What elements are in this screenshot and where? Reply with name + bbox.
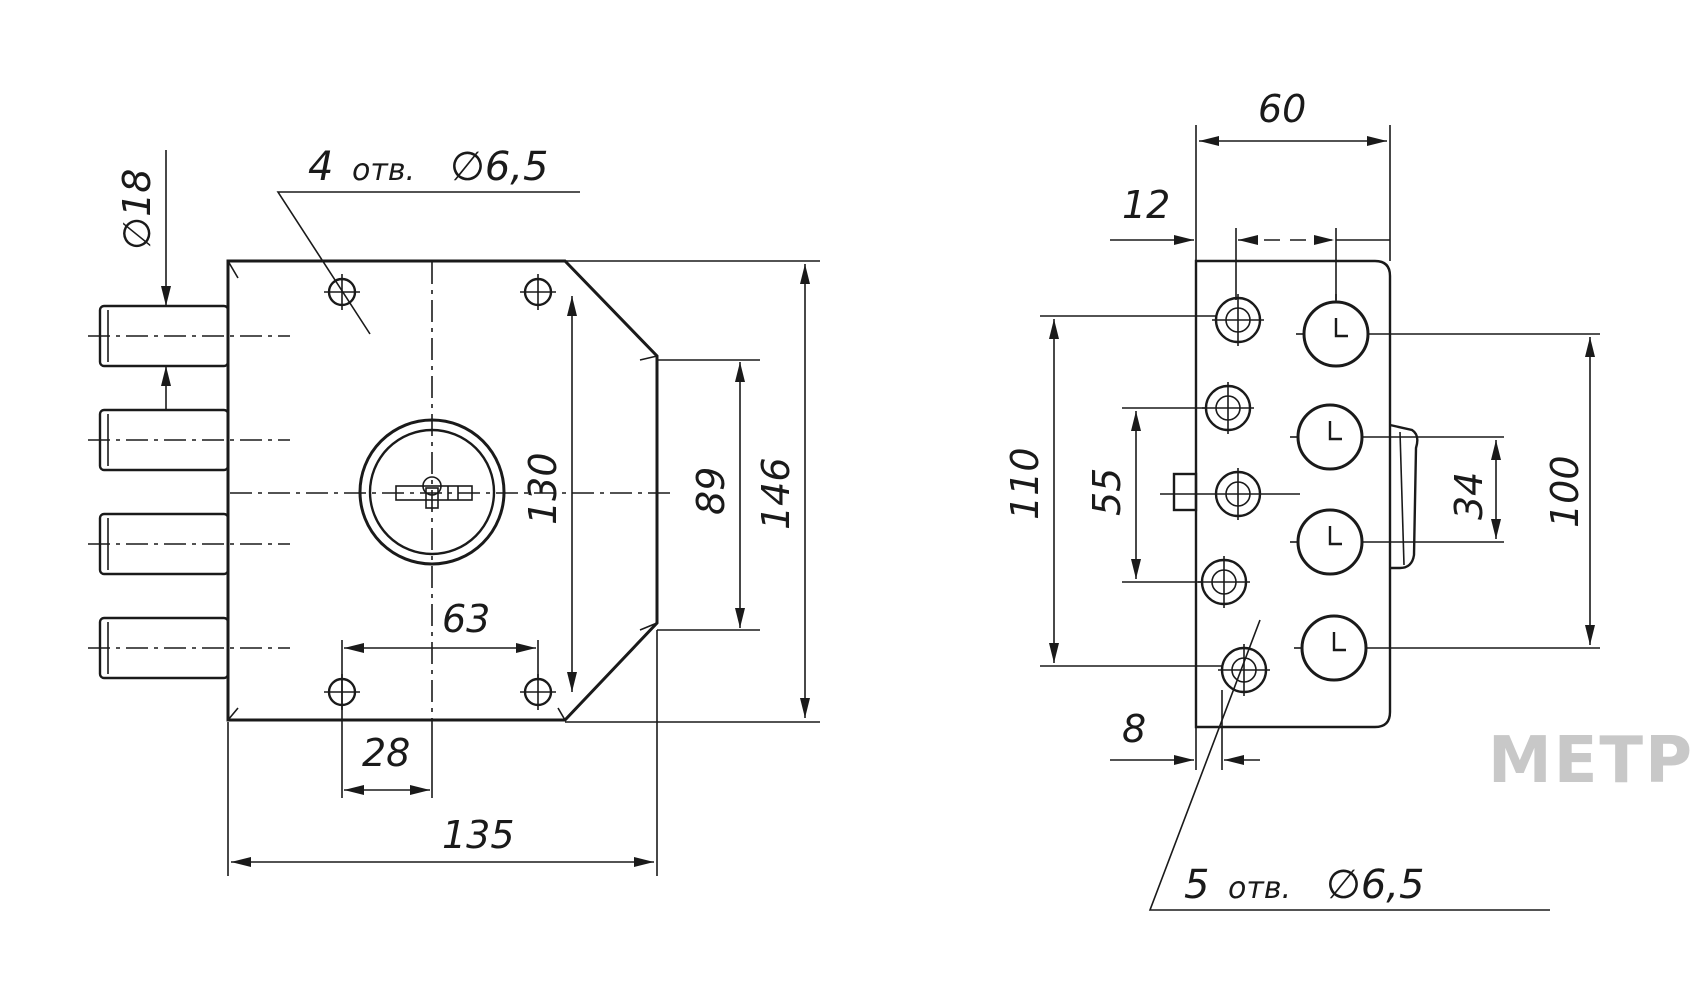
mounting-hole-icon: [520, 274, 556, 310]
holes-count: 4: [308, 144, 333, 190]
watermark-logo: МЕТР: [1488, 724, 1690, 798]
dim-bolt-span: 100: [1543, 455, 1587, 528]
holes-count: 5: [1184, 862, 1209, 908]
mounting-hole-icon: [1212, 294, 1264, 346]
dim-latch-span: 34: [1447, 472, 1491, 520]
key-cylinder-icon: [358, 418, 506, 566]
side-bolts: [1290, 294, 1600, 682]
side-view: 60 12 110 55 100 34 8 5 отв: [1003, 87, 1600, 911]
bolts: [88, 304, 290, 680]
holes-note-front: 4 отв. ∅6,5: [308, 144, 548, 190]
mounting-hole-icon: [1160, 468, 1300, 520]
holes-diameter: ∅6,5: [450, 144, 548, 190]
dim-bottom-offset: 8: [1122, 707, 1146, 751]
dim-width-total: 135: [442, 813, 515, 857]
dim-edge-offset: 12: [1122, 183, 1170, 227]
lock-body-outline: [226, 259, 659, 722]
bolt-end-icon: [1294, 614, 1600, 682]
dim-height-inner: 130: [521, 452, 565, 525]
mounting-hole-icon: [520, 674, 556, 710]
dim-side-width: 60: [1258, 87, 1306, 131]
dim-hole-offset: 28: [362, 731, 410, 775]
bolt-end-icon: [1290, 403, 1504, 471]
dim-hole-span-inner: 55: [1085, 468, 1129, 516]
front-view: 4 отв. ∅6,5 ∅18 130 89 146 63 28: [88, 144, 820, 876]
dim-hole-span: 110: [1003, 447, 1047, 520]
mounting-hole-icon: [1198, 556, 1250, 608]
dim-height-total: 146: [754, 457, 798, 530]
bolt-end-icon: [1296, 294, 1600, 368]
side-mounting-holes: [1160, 294, 1300, 696]
holes-note-side: 5 отв. ∅6,5: [1184, 862, 1424, 908]
holes-abbr: отв.: [1228, 871, 1291, 906]
mounting-hole-icon: [1218, 644, 1270, 696]
holes-diameter: ∅6,5: [1326, 862, 1424, 908]
bolt-end-icon: [1290, 508, 1504, 576]
mounting-hole-icon: [1202, 382, 1254, 434]
faceplate-outline: [1194, 259, 1392, 729]
dim-height-keep: 89: [689, 467, 733, 515]
dim-bolt-diameter: ∅18: [115, 169, 159, 250]
dim-hole-spacing: 63: [442, 597, 490, 641]
holes-abbr: отв.: [352, 153, 415, 188]
